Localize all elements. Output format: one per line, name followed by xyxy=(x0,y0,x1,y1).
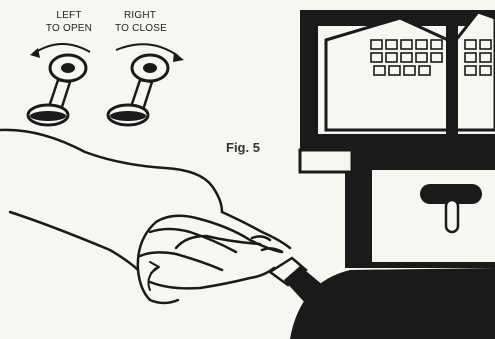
right-knob-label-line1: RIGHT xyxy=(115,10,165,21)
machine-cabinet-icon xyxy=(300,10,495,268)
left-knob-label-line1: LEFT xyxy=(44,10,94,21)
left-rotation-arrow-icon xyxy=(36,44,90,52)
figure-caption: Fig. 5 xyxy=(226,140,260,155)
valve-knob-icon xyxy=(270,258,332,304)
left-knob-icon xyxy=(28,44,90,125)
right-knob-label-line2: TO CLOSE xyxy=(108,23,174,34)
left-knob-label-line2: TO OPEN xyxy=(36,23,102,34)
hand-icon xyxy=(0,130,290,303)
valve-housing-icon xyxy=(290,268,495,339)
right-knob-icon xyxy=(108,44,184,125)
